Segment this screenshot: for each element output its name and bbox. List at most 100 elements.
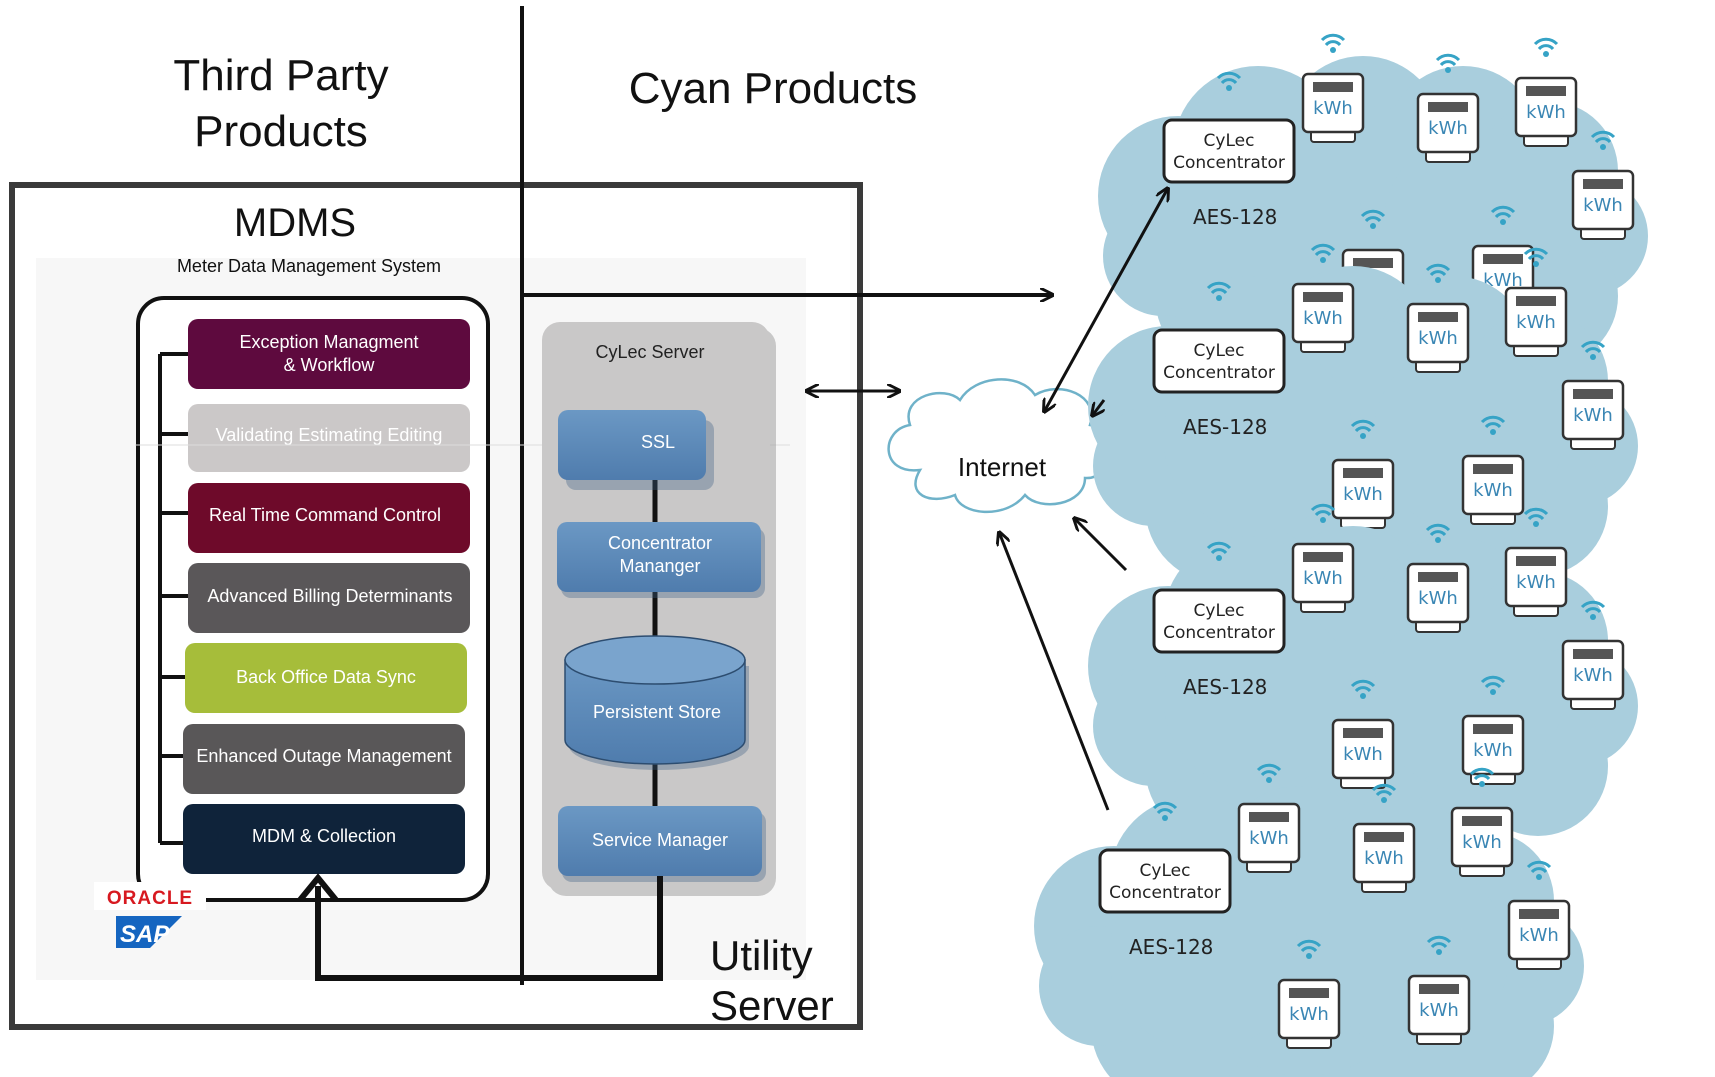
module-vee-label: Validating Estimating Editing — [216, 425, 443, 445]
wifi-icon — [1206, 281, 1232, 301]
module-exception-line1: Exception Managment — [239, 332, 418, 352]
meter-kwh-label: kWh — [1303, 568, 1343, 589]
meter-kwh-label: kWh — [1343, 484, 1383, 505]
meter-icon: kWh — [1450, 806, 1514, 877]
meter-kwh-label: kWh — [1583, 195, 1623, 216]
meter-kwh-label: kWh — [1573, 665, 1613, 686]
concentrator-label-line1: CyLec — [1194, 601, 1245, 621]
concentrator-manager-component[interactable]: Concentrator Mananger — [557, 522, 765, 598]
wifi-icon — [1523, 507, 1549, 527]
internet-to-concentrator-1 — [1044, 188, 1168, 412]
concentrator-label-line2: Concentrator — [1163, 363, 1275, 383]
wifi-icon — [1490, 205, 1516, 225]
wifi-icon — [1310, 503, 1336, 523]
meter-icon: kWh — [1277, 978, 1341, 1049]
concentrator-label-line1: CyLec — [1140, 861, 1191, 881]
meter-icon: kWh — [1291, 542, 1355, 613]
meter-kwh-label: kWh — [1573, 405, 1613, 426]
third-party-header-line2: Products — [194, 107, 368, 156]
aes-128-label: AES-128 — [1129, 935, 1213, 959]
wifi-icon — [1580, 600, 1606, 620]
wifi-icon — [1371, 783, 1397, 803]
meter-icon: kWh — [1406, 562, 1470, 633]
sap-logo-text: SAP — [120, 921, 170, 948]
wifi-icon — [1426, 935, 1452, 955]
wifi-icon — [1580, 340, 1606, 360]
wifi-icon — [1425, 263, 1451, 283]
module-enhanced-outage-management[interactable]: Enhanced Outage Management — [183, 724, 465, 794]
wifi-icon — [1435, 53, 1461, 73]
concentrator-manager-line2: Mananger — [619, 556, 700, 576]
utility-server-label-line1: Utility — [710, 932, 813, 979]
ssl-component[interactable]: SSL — [558, 410, 714, 490]
meter-icon: kWh — [1461, 454, 1525, 525]
meter-kwh-label: kWh — [1303, 308, 1343, 329]
aes-128-label: AES-128 — [1193, 205, 1277, 229]
meter-icon: kWh — [1561, 379, 1625, 450]
cyan-products-header: Cyan Products — [629, 64, 918, 113]
wifi-icon — [1152, 801, 1178, 821]
service-manager-component[interactable]: Service Manager — [558, 806, 766, 882]
meter-icon: kWh — [1561, 639, 1625, 710]
meter-icon: kWh — [1331, 718, 1395, 789]
module-mdm-collection[interactable]: MDM & Collection — [183, 804, 465, 874]
meter-icon: kWh — [1352, 822, 1416, 893]
sap-logo: SAP — [116, 916, 182, 948]
wifi-icon — [1320, 33, 1346, 53]
module-validating-estimating-editing[interactable]: Validating Estimating Editing — [188, 404, 470, 472]
concentrator-label-line2: Concentrator — [1109, 883, 1221, 903]
meter-kwh-label: kWh — [1419, 1000, 1459, 1021]
meter-icon: kWh — [1504, 546, 1568, 617]
aes-128-label: AES-128 — [1183, 675, 1267, 699]
module-rtcc-label: Real Time Command Control — [209, 505, 441, 525]
meter-kwh-label: kWh — [1313, 98, 1353, 119]
meter-kwh-label: kWh — [1516, 312, 1556, 333]
wifi-icon — [1350, 679, 1376, 699]
wifi-icon — [1526, 860, 1552, 880]
wifi-icon — [1350, 419, 1376, 439]
meter-kwh-label: kWh — [1418, 328, 1458, 349]
module-advanced-billing-determinants[interactable]: Advanced Billing Determinants — [188, 563, 470, 633]
meter-icon: kWh — [1301, 72, 1365, 143]
module-back-office-data-sync[interactable]: Back Office Data Sync — [185, 643, 467, 713]
module-mdm-label: MDM & Collection — [252, 826, 396, 846]
wifi-icon — [1216, 71, 1242, 91]
utility-server-frame — [9, 182, 863, 1030]
module-connectors — [160, 352, 190, 845]
mdms-title: MDMS — [234, 201, 356, 245]
persistent-store-label: Persistent Store — [593, 702, 721, 722]
meter-icon: kWh — [1514, 76, 1578, 147]
wifi-icon — [1469, 767, 1495, 787]
concentrator-label-line2: Concentrator — [1163, 623, 1275, 643]
internet-to-concentrator-2 — [1092, 399, 1104, 416]
wifi-icon — [1310, 243, 1336, 263]
concentrator-manager-line1: Concentrator — [608, 533, 712, 553]
meter-icon: kWh — [1507, 899, 1571, 970]
concentrator-label-line2: Concentrator — [1173, 153, 1285, 173]
meter-kwh-label: kWh — [1289, 1004, 1329, 1025]
service-to-mdm-arrowhead — [297, 873, 339, 902]
wifi-icon — [1256, 763, 1282, 783]
meter-kwh-label: kWh — [1483, 270, 1523, 291]
module-sync-label: Back Office Data Sync — [236, 667, 416, 687]
module-outage-label: Enhanced Outage Management — [196, 746, 451, 766]
network-cloud-4: CyLecConcentratorAES-128kWhkWhkWhkWhkWhk… — [1034, 763, 1584, 1077]
third-party-header-line1: Third Party — [173, 51, 388, 100]
meter-icon: kWh — [1571, 169, 1635, 240]
mdms-subtitle: Meter Data Management System — [177, 256, 441, 276]
ssl-label: SSL — [641, 432, 675, 452]
meter-kwh-label: kWh — [1343, 744, 1383, 765]
meter-kwh-label: kWh — [1249, 828, 1289, 849]
meter-icon: kWh — [1237, 802, 1301, 873]
persistent-store-component[interactable]: Persistent Store — [564, 635, 749, 770]
aes-128-label: AES-128 — [1183, 415, 1267, 439]
wifi-icon — [1296, 939, 1322, 959]
meter-kwh-label: kWh — [1516, 572, 1556, 593]
meter-kwh-label: kWh — [1473, 740, 1513, 761]
module-real-time-command-control[interactable]: Real Time Command Control — [188, 483, 470, 553]
module-exception-management[interactable]: Exception Managment & Workflow — [188, 319, 470, 389]
